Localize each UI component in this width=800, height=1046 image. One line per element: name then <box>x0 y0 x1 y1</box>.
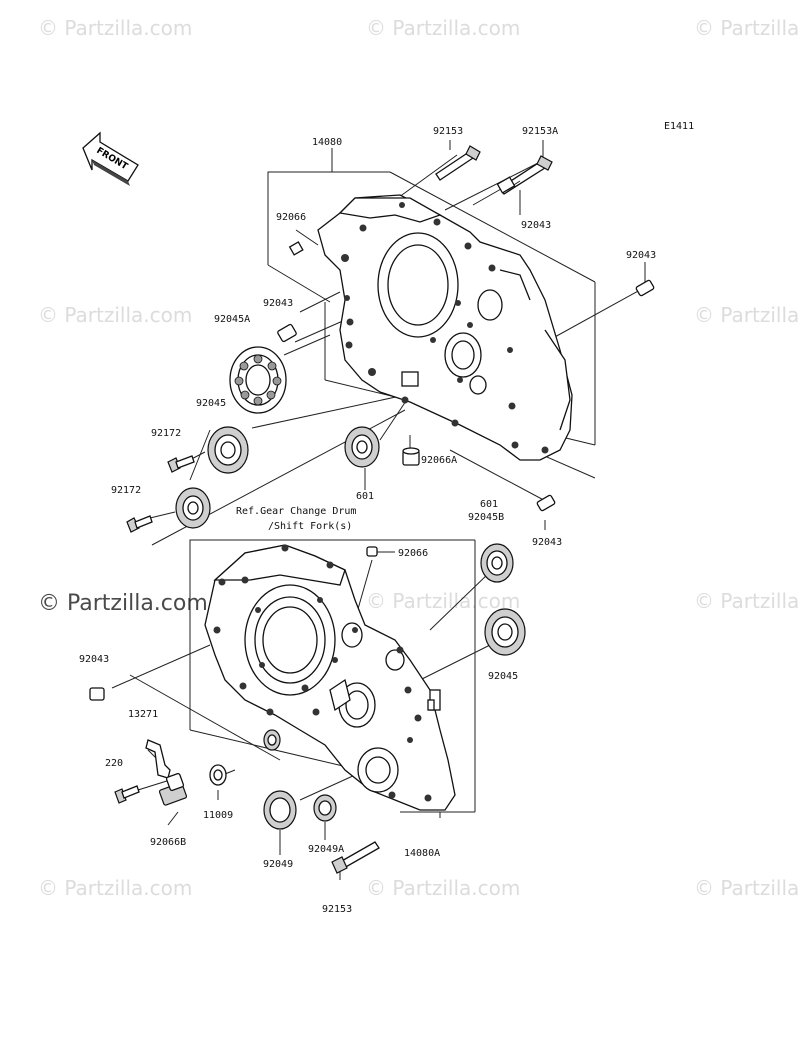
bolt-92172-a <box>167 455 195 473</box>
label-92043-b: 92043 <box>626 250 656 261</box>
bearing-92045a <box>229 346 287 414</box>
label-92045b: 92045B <box>468 512 504 523</box>
bearing-small <box>175 487 211 529</box>
part-labels: 14080 92153 92153A 92066 92043 92043 920… <box>79 126 656 915</box>
bearing-92045b <box>480 543 514 583</box>
watermark-text: © Partzilla.com <box>694 16 800 40</box>
bolt-92153-lower <box>331 841 380 874</box>
plug-92066b <box>158 772 188 806</box>
label-92043-a: 92043 <box>521 220 551 231</box>
label-92043-e: 92043 <box>79 654 109 665</box>
seal-92049 <box>263 790 297 830</box>
watermark-text: © Partzilla.com <box>366 16 520 40</box>
bolt-220 <box>114 785 140 804</box>
upper-bolt-92153 <box>435 145 481 181</box>
dowel-92066-top <box>288 241 304 256</box>
label-92045a: 92045A <box>214 314 250 325</box>
label-92049: 92049 <box>263 859 293 870</box>
bearing-92045-lower <box>484 608 526 656</box>
dowel-92066-mid <box>366 546 378 557</box>
bearing-601-a <box>344 426 380 468</box>
label-220: 220 <box>105 758 123 769</box>
label-601-b: 601 <box>480 499 498 510</box>
ref-line-2: /Shift Fork(s) <box>268 521 352 532</box>
dowel-pin-92043-lower-left <box>89 687 105 701</box>
front-arrow-icon: FRONT <box>82 131 139 186</box>
label-92043-c: 92043 <box>263 298 293 309</box>
watermark-text: © Partzilla.com <box>694 303 800 327</box>
plug-92066a <box>402 447 420 466</box>
label-601-a: 601 <box>356 491 374 502</box>
label-92066-mid: 92066 <box>398 548 428 559</box>
label-14080: 14080 <box>312 137 342 148</box>
bracket-13271 <box>145 739 171 779</box>
watermark-text: © Partzilla.com <box>38 876 192 900</box>
label-92153-top: 92153 <box>433 126 463 137</box>
label-92045-top: 92045 <box>196 398 226 409</box>
label-92045-bot: 92045 <box>488 671 518 682</box>
small-seal <box>263 729 281 751</box>
bearing-92045-upper <box>207 426 249 474</box>
label-14080a: 14080A <box>404 848 440 859</box>
label-92066b: 92066B <box>150 837 186 848</box>
label-92172-b: 92172 <box>111 485 141 496</box>
label-92066-top: 92066 <box>276 212 306 223</box>
label-92153a: 92153A <box>522 126 558 137</box>
watermark-text: © Partzilla.com <box>694 876 800 900</box>
watermark-text: © Partzilla.com <box>366 589 520 613</box>
label-92049a: 92049A <box>308 844 344 855</box>
label-92043-d: 92043 <box>532 537 562 548</box>
dowel-pin-92043-left <box>277 323 297 343</box>
watermark-text: © Partzilla.com <box>38 303 192 327</box>
bolt-92172-b <box>126 515 153 533</box>
watermark-text: © Partzilla.com <box>694 589 800 613</box>
label-92066a: 92066A <box>421 455 457 466</box>
label-11009: 11009 <box>203 810 233 821</box>
diagram-code: E1411 <box>664 121 694 132</box>
label-92172-a: 92172 <box>151 428 181 439</box>
label-13271: 13271 <box>128 709 158 720</box>
watermark-main-text: © Partzilla.com <box>38 591 208 616</box>
label-92153-bot: 92153 <box>322 904 352 915</box>
watermark-text: © Partzilla.com <box>38 16 192 40</box>
dowel-pin-92043-right <box>635 279 655 297</box>
upper-crankcase-14080 <box>317 194 573 461</box>
ref-line-1: Ref.Gear Change Drum <box>236 506 356 517</box>
dowel-pin-92043-lower-right <box>536 494 556 512</box>
seal-92049a <box>313 794 337 822</box>
washer-11009 <box>209 764 227 786</box>
dowel-pin-92043-top <box>496 176 516 194</box>
lower-crankcase-14080a <box>204 544 456 811</box>
watermark-text: © Partzilla.com <box>366 876 520 900</box>
